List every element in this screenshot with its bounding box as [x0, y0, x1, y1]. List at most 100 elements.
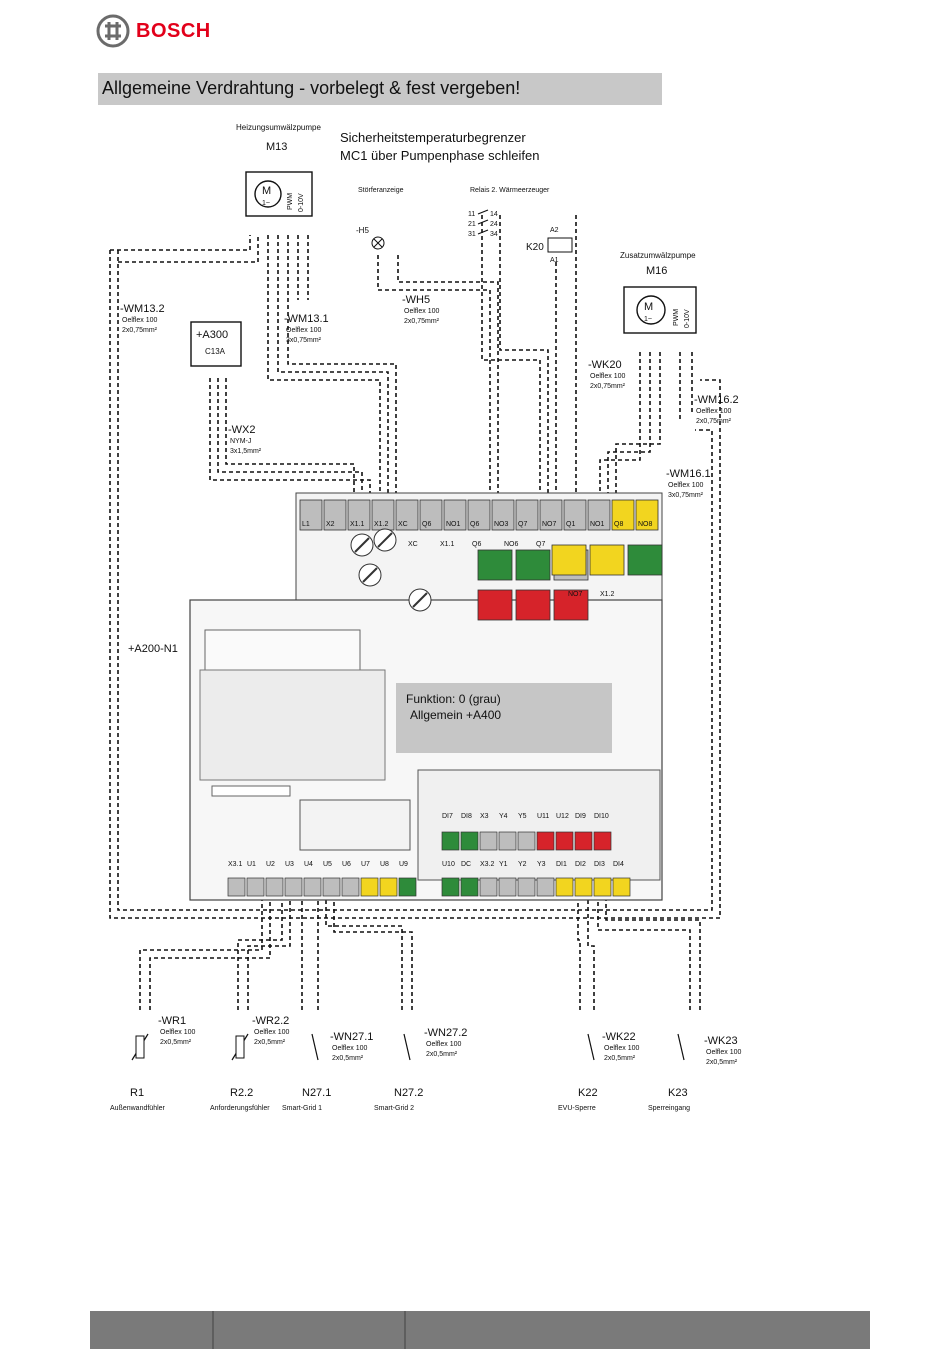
io-terminal: [379, 877, 398, 897]
io-terminal: [536, 877, 555, 897]
io-terminal: [441, 831, 460, 851]
cable-id: -WR2.2: [252, 1015, 289, 1027]
io-terminal-label: DI9: [575, 813, 586, 820]
stb-note-line2: MC1 über Pumpenphase schleifen: [340, 148, 539, 163]
cable-wx2-a: [209, 378, 371, 500]
a300-name: +A300: [196, 329, 228, 341]
cable-size: 2x0,75mm²: [590, 383, 626, 390]
cable-id: -WK23: [704, 1035, 738, 1047]
cable-id: -WM16.2: [694, 394, 739, 406]
io-terminal-label: DI10: [594, 813, 609, 820]
cable-id: -WH5: [402, 294, 430, 306]
cable-type: Oelflex 100: [604, 1045, 640, 1052]
function-box-line1: Funktion: 0 (grau): [406, 692, 501, 706]
top-terminal: [635, 499, 659, 531]
io-terminal-label: U7: [361, 861, 370, 868]
cable-wx2-c: [225, 378, 355, 500]
cable-wh5-b: [397, 255, 499, 500]
cable-wm13-1-n: [277, 235, 389, 500]
io-terminal-label: DI8: [461, 813, 472, 820]
cable-size: 2x0,75mm²: [404, 318, 440, 325]
cable-wx2-b: [217, 378, 363, 500]
io-terminal-label: U5: [323, 861, 332, 868]
io-terminal-label: DI4: [613, 861, 624, 868]
top-terminal: [467, 499, 491, 531]
h5-name: -H5: [356, 226, 369, 235]
sensor-caption: Smart-Grid 1: [282, 1105, 322, 1112]
m16-symbol: M: [644, 301, 653, 313]
cable-id: -WK20: [588, 359, 622, 371]
io-terminal-label: X3: [480, 813, 489, 820]
io-terminal: [360, 877, 379, 897]
m13-motor-icon: [254, 180, 282, 208]
mid-terminal-label: XC: [408, 541, 418, 548]
function-box-line2: Allgemein +A400: [410, 708, 501, 722]
cable-wr1-b: [149, 898, 271, 1010]
m16-phase: 1~: [644, 316, 652, 323]
cable-relay-b: [499, 215, 549, 500]
io-terminal-label: U12: [556, 813, 569, 820]
cable-type: Oelflex 100: [160, 1029, 196, 1036]
relay-contact-in: 11: [468, 211, 475, 218]
top-terminal: [347, 499, 371, 531]
switch-contact-icon: [311, 1033, 319, 1061]
cable-wm16-inner: [117, 250, 713, 911]
cable-wm16-1-b: [607, 352, 651, 500]
io-terminal: [574, 831, 593, 851]
relay-contact-in: 21: [468, 221, 476, 228]
mid-terminal-label: NO7: [568, 591, 583, 598]
switch-contact-icon: [403, 1033, 411, 1061]
sensor-name: R2.2: [230, 1087, 253, 1099]
io-terminal: [593, 877, 612, 897]
top-terminal-label: NO3: [494, 521, 509, 528]
cable-size: 3x0,75mm²: [286, 337, 322, 344]
top-terminal-label: NO8: [638, 521, 653, 528]
cable-wh5-a: [377, 255, 491, 500]
mid-terminal: [477, 589, 513, 621]
sensor-name: R1: [130, 1087, 144, 1099]
m16-pump-box: [623, 286, 697, 334]
cable-id: -WM13.1: [284, 313, 329, 325]
io-terminal: [593, 831, 612, 851]
io-terminal-label: Y3: [537, 861, 546, 868]
io-terminal-label: DC: [461, 861, 471, 868]
io-terminal: [555, 831, 574, 851]
m16-motor-icon: [636, 295, 666, 325]
cable-type: Oelflex 100: [590, 373, 626, 380]
top-terminal-label: X2: [326, 521, 335, 528]
relay-contact-line: [477, 209, 489, 215]
sensor-caption: Sperreingang: [648, 1105, 690, 1112]
top-terminal-label: NO1: [590, 521, 605, 528]
ntc-sensor-icon: [135, 1035, 145, 1059]
top-terminal: [419, 499, 443, 531]
a300-box: [190, 321, 242, 367]
top-terminal-label: XC: [398, 521, 408, 528]
footer-divider: [212, 1311, 214, 1349]
cable-id: -WM13.2: [120, 303, 165, 315]
m13-caption: Heizungsumwälzpumpe: [236, 123, 321, 132]
cable-wk23-b: [605, 898, 701, 1010]
cable-wm13-1-l: [267, 235, 381, 500]
cable-wn27-2-a: [325, 898, 403, 1010]
cable-id: -WN27.2: [424, 1027, 467, 1039]
io-terminal-label: DI3: [594, 861, 605, 868]
top-terminal: [611, 499, 635, 531]
top-terminal: [299, 499, 323, 531]
io-terminal: [227, 877, 246, 897]
top-terminal-label: Q1: [566, 521, 575, 528]
relay-contact-out: 24: [490, 221, 498, 228]
cable-wm16-1-c: [615, 352, 661, 500]
cable-size: 3x1,5mm²: [230, 448, 262, 455]
io-terminal: [284, 877, 303, 897]
mid-terminal: [553, 589, 589, 621]
module-cover: [199, 669, 386, 781]
rotary-switch-slot: [354, 537, 370, 553]
cable-wk22-b: [587, 898, 595, 1010]
io-terminal: [479, 877, 498, 897]
cable-wm13-2-top: [110, 235, 251, 251]
mid-terminal-label: X1.1: [440, 541, 455, 548]
m16-name: M16: [646, 265, 667, 277]
k20-coil-icon: [547, 237, 573, 253]
mid-terminal: [477, 549, 513, 581]
